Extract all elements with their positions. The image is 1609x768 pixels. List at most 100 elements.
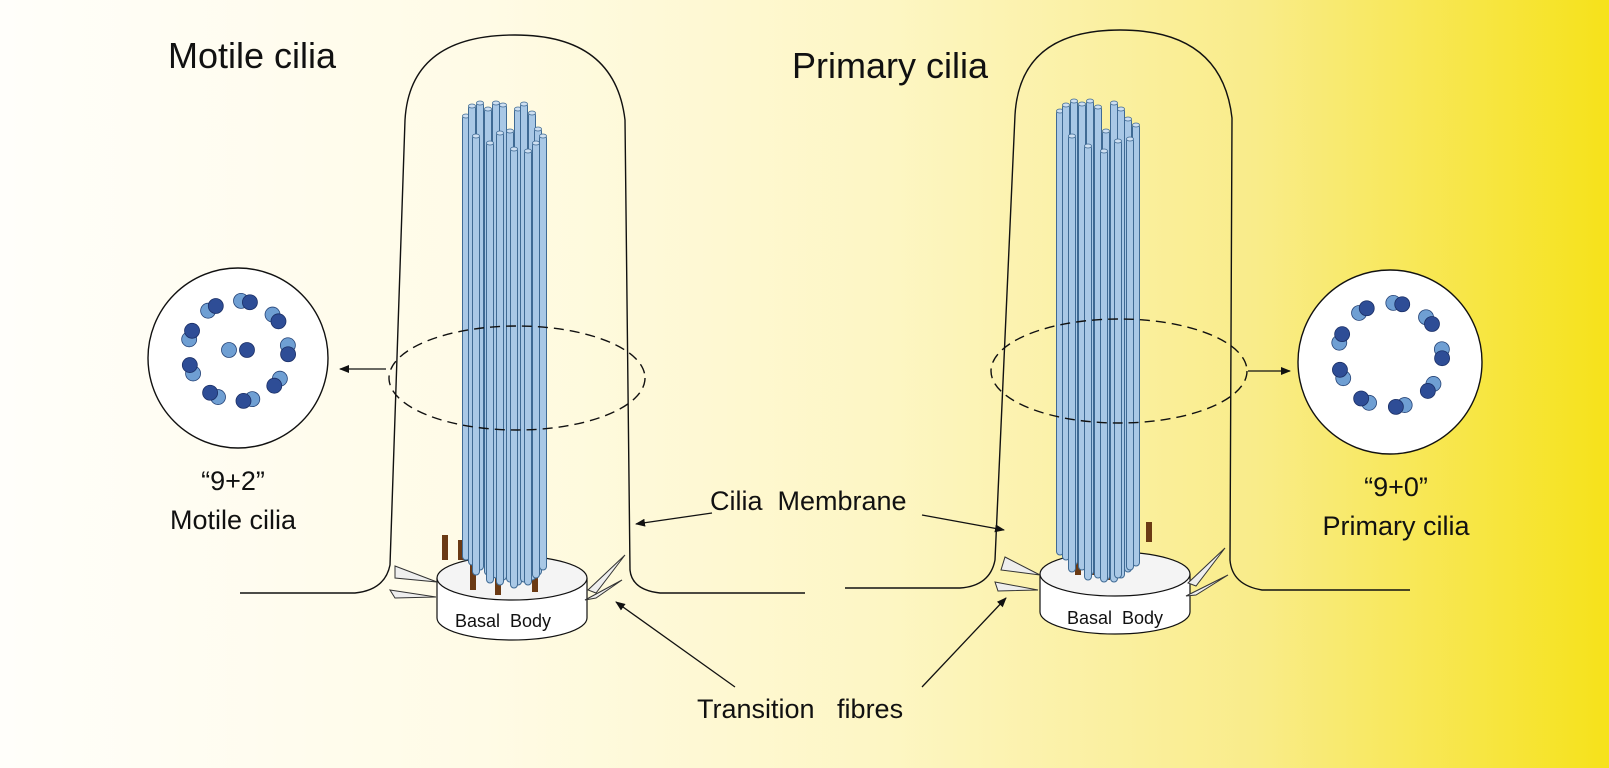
arrow-transition-left	[615, 601, 736, 688]
doublet-b	[1353, 390, 1370, 407]
right-transition-fibre-2	[994, 581, 1039, 592]
microtubule-tip	[528, 110, 536, 116]
doublet-b	[280, 346, 296, 363]
microtubule-tip	[1126, 136, 1134, 142]
microtubule-tip	[1110, 100, 1118, 106]
microtubule-tip	[468, 103, 476, 109]
title-primary: Primary cilia	[792, 45, 989, 86]
left-cross-section	[147, 267, 329, 449]
microtubule	[1068, 134, 1076, 573]
microtubule	[1100, 149, 1108, 583]
right-formula: “9+0”	[1364, 472, 1428, 502]
microtubule-tip	[472, 133, 480, 139]
microtubule-tip	[1062, 102, 1070, 108]
arrow-transition-right	[921, 597, 1007, 688]
microtubule-tip	[1078, 101, 1086, 107]
microtubule-tip	[1117, 106, 1125, 112]
left-formula: “9+2”	[201, 466, 265, 496]
doublet-b	[1424, 316, 1440, 332]
right-axoneme-microtubules	[1056, 98, 1140, 583]
microtubule	[1114, 139, 1122, 579]
right-section-ellipse	[990, 318, 1248, 424]
doublet-b	[202, 384, 219, 401]
microtubule-tip	[1070, 98, 1078, 104]
microtubule	[532, 141, 540, 579]
basal-body-label-left: Basal Body	[455, 611, 551, 631]
microtubule-tip	[496, 130, 504, 136]
microtubule-tip	[539, 133, 547, 139]
left-section-ellipse	[388, 325, 646, 431]
doublet-b	[1387, 398, 1404, 415]
doublet-b	[1434, 350, 1450, 367]
doublet-b	[1419, 383, 1436, 399]
microtubule-tip	[484, 106, 492, 112]
rootlet	[442, 535, 448, 560]
central-pair-b	[239, 342, 255, 358]
microtubule-tip	[1100, 148, 1108, 154]
rootlet	[458, 540, 464, 560]
microtubule-tip	[1068, 133, 1076, 139]
microtubule	[496, 131, 504, 586]
right-doublet-ring	[1331, 295, 1450, 415]
right-transition-fibre-4	[1185, 574, 1229, 597]
microtubule-tip	[524, 148, 532, 154]
microtubule-tip	[1132, 122, 1140, 128]
left-transition-fibre-3	[587, 554, 626, 594]
left-axoneme-microtubules	[462, 100, 547, 589]
left-transition-fibre-2	[388, 589, 437, 599]
left-transition-fibre-4	[584, 579, 623, 601]
doublet-b	[184, 322, 200, 339]
microtubule-tip	[534, 126, 542, 132]
microtubule-tip	[492, 100, 500, 106]
basal-body-label-right: Basal Body	[1067, 608, 1163, 628]
left-doublet-ring	[181, 292, 296, 409]
arrow-membrane-right	[921, 514, 1005, 533]
microtubule	[524, 149, 532, 586]
right-transition-fibre-1	[1000, 556, 1041, 576]
doublet-b	[1334, 326, 1351, 343]
microtubule-tip	[1094, 104, 1102, 110]
left-cilia-membrane	[240, 34, 805, 594]
microtubule-tip	[1114, 138, 1122, 144]
microtubule-tip	[476, 100, 484, 106]
doublet-b	[1394, 296, 1411, 313]
microtubule-tip	[1124, 116, 1132, 122]
rootlet	[1146, 522, 1152, 542]
membrane-label: Cilia Membrane	[710, 486, 907, 516]
central-pair-a	[221, 342, 237, 358]
microtubule-tip	[1084, 143, 1092, 149]
title-motile: Motile cilia	[168, 35, 337, 76]
doublet-b	[1332, 361, 1348, 378]
transition-fibres-label: Transition fibres	[697, 694, 903, 724]
doublet-b	[266, 377, 283, 394]
right-cilia-membrane	[845, 29, 1410, 591]
primary-cilium	[845, 29, 1410, 635]
microtubule-tip	[1086, 98, 1094, 104]
doublet-b	[1358, 300, 1375, 317]
microtubule	[1126, 137, 1134, 571]
microtubule-tip	[520, 101, 528, 107]
arrow-membrane-left	[635, 512, 713, 527]
microtubule-tip	[1102, 128, 1110, 134]
doublet-b	[181, 357, 198, 373]
microtubule-tip	[506, 128, 514, 134]
right-transition-fibre-3	[1187, 547, 1226, 587]
doublet-b	[207, 298, 224, 314]
doublet-b	[235, 393, 252, 409]
microtubule	[510, 147, 518, 589]
doublet-b	[270, 313, 287, 330]
left-section-name: Motile cilia	[170, 505, 297, 535]
microtubule	[486, 141, 494, 584]
doublet-b	[242, 294, 258, 311]
left-transition-fibre-1	[394, 565, 438, 583]
microtubule-tip	[510, 146, 518, 152]
right-cross-section	[1297, 269, 1483, 455]
microtubule-tip	[532, 140, 540, 146]
microtubule-tip	[499, 102, 507, 108]
microtubule	[472, 134, 480, 576]
microtubule-tip	[486, 140, 494, 146]
microtubule	[1084, 144, 1092, 581]
right-section-name: Primary cilia	[1322, 511, 1470, 541]
